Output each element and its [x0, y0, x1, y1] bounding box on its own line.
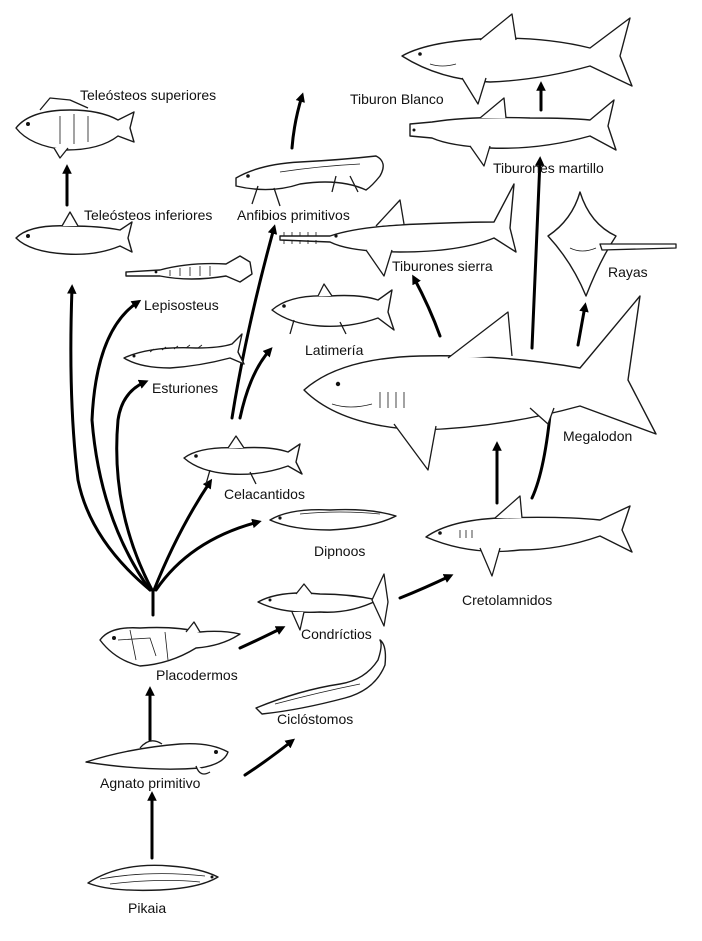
megalodon-illustration: [303, 295, 657, 471]
cretolamnidos-illustration: [425, 495, 633, 577]
label-tiburones-sierra: Tiburones sierra: [392, 258, 493, 274]
latimeria-illustration: [271, 283, 395, 335]
placodermos-illustration: [99, 621, 241, 667]
pikaia-illustration: [87, 864, 219, 892]
rayas-illustration: [547, 191, 677, 297]
celacantidos-illustration: [183, 435, 303, 485]
arrows: [62, 81, 589, 860]
label-tiburon-blanco: Tiburon Blanco: [350, 91, 444, 107]
arrow-megalodon-martillo: [530, 156, 545, 350]
label-ciclostomos: Ciclóstomos: [277, 711, 354, 727]
arrow-placodermos-condrictios: [238, 626, 286, 650]
teleosteos-superiores-illustration: [15, 97, 135, 159]
arrow-trunk-inferiores: [66, 284, 152, 592]
label-megalodon: Megalodon: [563, 428, 633, 444]
arrow-anfibios-up: [290, 92, 305, 150]
teleosteos-inferiores-illustration: [15, 211, 133, 256]
label-celacantidos: Celacantidos: [224, 486, 305, 502]
label-latimeria: Latimería: [305, 342, 364, 358]
arrow-trunk-celacantidos: [152, 478, 213, 592]
label-lepisosteus: Lepisosteus: [144, 297, 219, 313]
tiburones-sierra-illustration: [279, 183, 517, 277]
label-rayas: Rayas: [608, 264, 648, 280]
label-cretolamnidos: Cretolamnidos: [462, 592, 553, 608]
label-anfibios-primitivos: Anfibios primitivos: [237, 207, 350, 223]
label-pikaia: Pikaia: [128, 900, 167, 916]
lepisosteus-illustration: [125, 255, 253, 283]
arrow-celacantidos-latimeria: [238, 347, 273, 420]
anfibios-primitivos-illustration: [235, 155, 384, 207]
arrow-celacantidos-anfibios: [230, 224, 278, 420]
arrow-megalodon-sierra: [412, 274, 442, 338]
arrow-megalodon-rayas: [576, 302, 589, 347]
label-dipnoos: Dipnoos: [314, 543, 366, 559]
condrictios-illustration: [257, 573, 389, 631]
label-teleosteos-superiores: Teleósteos superiores: [80, 87, 217, 103]
label-agnato-primitivo: Agnato primitivo: [100, 775, 201, 791]
arrow-trunk-dipnoos: [154, 518, 262, 592]
arrow-condrictios-cretolamnidos: [398, 574, 454, 600]
label-tiburones-martillo: Tiburones martillo: [493, 160, 604, 176]
ciclostomos-illustration: [255, 639, 387, 715]
arrow-trunk-esturiones: [115, 379, 154, 592]
label-condrictios: Condrícti­os: [301, 626, 372, 642]
agnato-primitivo-illustration: [85, 740, 229, 775]
tiburones-martillo-illustration: [409, 97, 617, 167]
arrow-trunk-lepisosteus: [90, 299, 152, 592]
label-teleosteos-inferiores: Teleósteos inferiores: [84, 207, 213, 223]
tiburon-blanco-illustration: [401, 13, 633, 105]
arrow-agnato-ciclostomos: [243, 738, 296, 777]
esturiones-illustration: [123, 333, 245, 369]
dipnoos-illustration: [269, 508, 397, 531]
label-esturiones: Esturiones: [152, 380, 219, 396]
label-placodermos: Placodermos: [156, 667, 238, 683]
